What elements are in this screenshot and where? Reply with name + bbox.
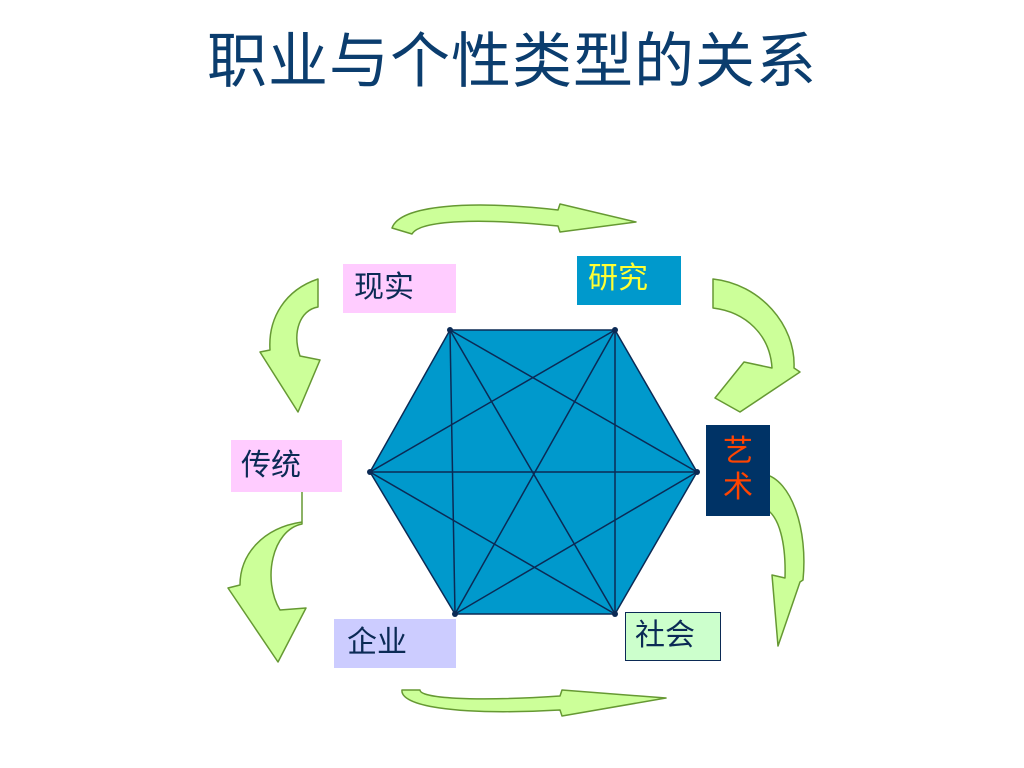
arrow-right-upper-icon [712, 278, 801, 413]
type-investigative-label: 研究 [577, 256, 681, 305]
arrow-left-lower-icon [227, 489, 307, 663]
type-enterprising-label: 企业 [334, 619, 456, 668]
arrow-top-icon [391, 203, 637, 235]
type-conventional-label: 传统 [231, 440, 342, 492]
slide-title: 职业与个性类型的关系 [207, 27, 817, 97]
type-artistic-label: 艺术 [706, 425, 770, 516]
hexagon-diagonals [369, 329, 698, 615]
type-realistic-label: 现实 [343, 264, 456, 313]
type-artistic-text: 艺术 [723, 434, 753, 505]
hexagon-vertices [367, 327, 700, 617]
arrow-left-upper-icon [259, 278, 321, 413]
arrow-bottom-icon [401, 689, 667, 717]
type-social-label: 社会 [625, 612, 721, 661]
arrow-right-lower-icon [763, 473, 805, 647]
